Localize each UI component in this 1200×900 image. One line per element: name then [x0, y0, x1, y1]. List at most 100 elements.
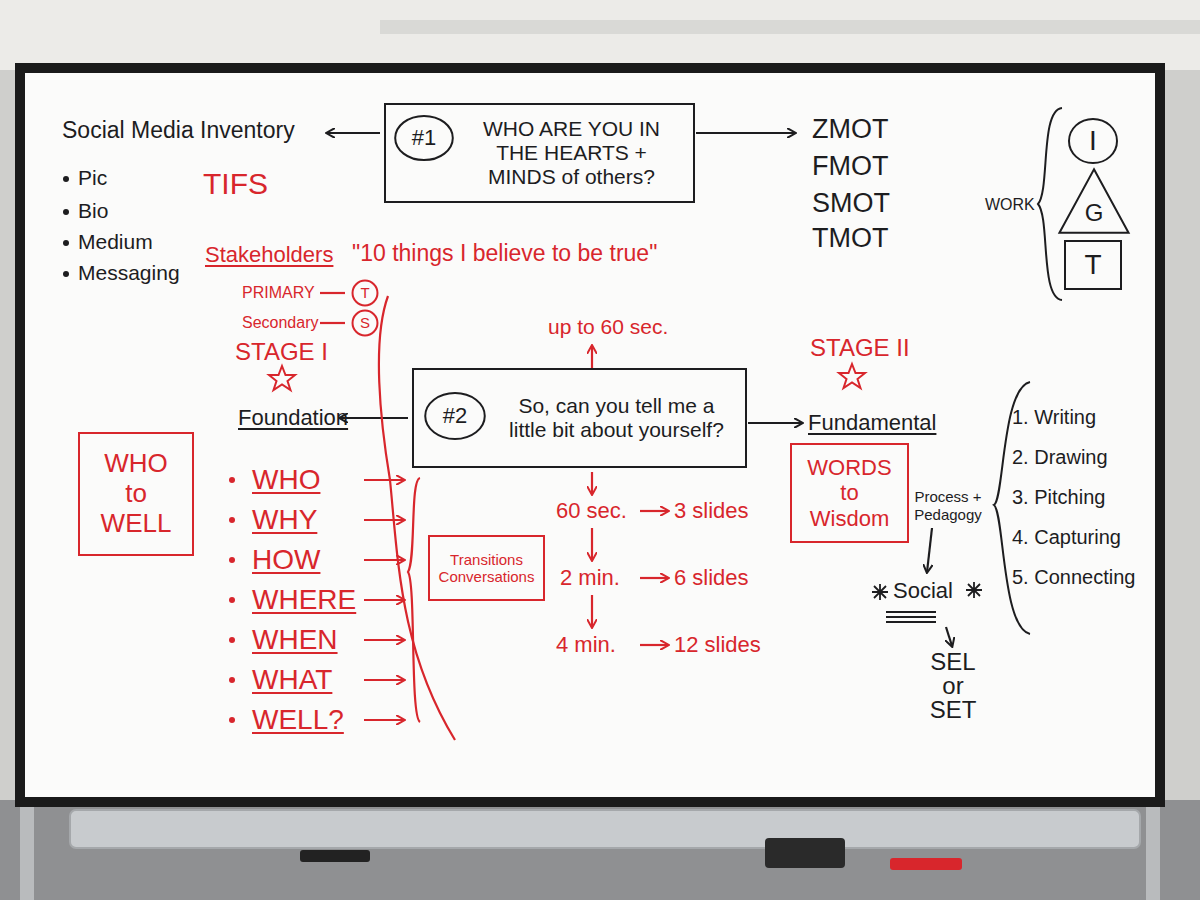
board-note: Bio — [78, 198, 108, 223]
board-stroke — [765, 838, 845, 868]
outline-stroke — [353, 311, 378, 336]
stakeholder-circle: T — [352, 280, 378, 306]
board-note: STAGE II — [810, 334, 910, 363]
board-note: WHEN — [252, 623, 338, 657]
board-stroke — [364, 639, 404, 641]
outline-stroke — [353, 281, 378, 306]
board-stroke — [364, 519, 404, 521]
board-stroke — [364, 559, 404, 561]
board-stroke — [269, 366, 295, 390]
theme-box: WHO to WELL — [78, 432, 194, 556]
board-stroke — [229, 477, 235, 483]
board-stroke — [839, 364, 865, 388]
board-stroke — [364, 679, 404, 681]
board-stroke — [63, 271, 69, 277]
node-text: #1 — [412, 125, 436, 150]
node-text: S — [360, 314, 370, 331]
board-stroke — [300, 850, 370, 862]
board-stroke — [320, 292, 345, 294]
board-note: STAGE I — [235, 338, 328, 367]
board-note: FMOT — [812, 150, 888, 182]
board-stroke — [0, 0, 1200, 70]
board-note: Pic — [78, 165, 107, 190]
board-note: Secondary — [242, 313, 319, 332]
board-note: 12 slides — [674, 632, 761, 658]
board-note: HOW — [252, 543, 320, 577]
board-stroke — [872, 584, 888, 600]
question-box: So, can you tell me a little bit about y… — [412, 368, 747, 468]
board-stroke — [0, 800, 1200, 900]
black-bullets — [63, 176, 69, 277]
board-stroke — [379, 296, 455, 740]
node-text: Transitions Conversations — [434, 551, 539, 586]
node-text: I — [1089, 125, 1097, 157]
board-note: ZMOT — [812, 113, 888, 145]
node-text: So, can you tell me a little bit about y… — [498, 394, 735, 442]
board-stroke — [229, 637, 235, 643]
board-stroke — [229, 597, 235, 603]
board-stroke — [886, 611, 936, 613]
board-note: WHERE — [252, 583, 356, 617]
board-stroke — [748, 422, 802, 424]
board-note: up to 60 sec. — [548, 314, 668, 339]
board-stroke — [63, 176, 69, 182]
step-number-circle: #1 — [394, 115, 454, 161]
board-stroke — [364, 599, 404, 601]
outline-stroke — [425, 393, 485, 439]
board-note: 60 sec. — [556, 498, 627, 524]
board-note: TMOT — [812, 222, 888, 254]
board-stroke — [63, 240, 69, 246]
board-note: 6 slides — [674, 565, 749, 591]
board-stroke — [229, 717, 235, 723]
board-note: WHAT — [252, 663, 332, 697]
red-strokes — [320, 293, 668, 740]
board-stroke — [70, 810, 1140, 848]
board-note: Stakeholders — [205, 242, 333, 268]
outline-stroke — [1059, 169, 1128, 232]
board-stroke — [640, 644, 668, 646]
board-note: PRIMARY — [242, 283, 315, 302]
board-stroke — [591, 528, 593, 560]
board-stroke — [1038, 108, 1062, 300]
outline-stroke — [395, 116, 453, 160]
board-note: 2. Drawing — [1012, 445, 1108, 469]
black-arrows — [327, 133, 952, 646]
board-stroke — [340, 417, 408, 419]
board-note: WHY — [252, 503, 317, 537]
board-note: Medium — [78, 229, 153, 254]
board-stroke — [591, 595, 593, 627]
board-stroke — [591, 472, 593, 494]
node-text: WHO ARE YOU IN THE HEARTS + MINDS of oth… — [460, 117, 683, 189]
board-stroke — [229, 557, 235, 563]
node-text: WHO to WELL — [96, 449, 176, 539]
board-note: 4 min. — [556, 632, 616, 658]
board-stroke — [946, 627, 952, 646]
board-note: 3 slides — [674, 498, 749, 524]
question-box: WHO ARE YOU IN THE HEARTS + MINDS of oth… — [384, 103, 695, 203]
board — [20, 68, 1160, 870]
board-stroke — [886, 621, 936, 623]
node-text: T — [1084, 249, 1101, 281]
board-stroke — [364, 719, 404, 721]
board-note: Social — [893, 578, 953, 604]
board-stroke — [229, 677, 235, 683]
stakeholder-circle: S — [352, 310, 378, 336]
board-note: WELL? — [252, 703, 344, 737]
board-stroke — [408, 478, 420, 722]
node-text: #2 — [443, 403, 467, 428]
outline-stroke — [1069, 119, 1117, 163]
transitions-box: Transitions Conversations — [428, 535, 545, 601]
letter-square: T — [1064, 240, 1122, 290]
board-note: 3. Pitching — [1012, 485, 1105, 509]
board-stroke — [380, 20, 1200, 34]
braces — [886, 108, 1062, 634]
board-stroke — [63, 209, 69, 215]
board-note: 2 min. — [560, 565, 620, 591]
board-stroke — [229, 517, 235, 523]
board-note: TIFS — [203, 166, 268, 202]
board-stroke — [320, 322, 345, 324]
board-stroke — [927, 528, 932, 572]
board-note: 1. Writing — [1012, 405, 1096, 429]
